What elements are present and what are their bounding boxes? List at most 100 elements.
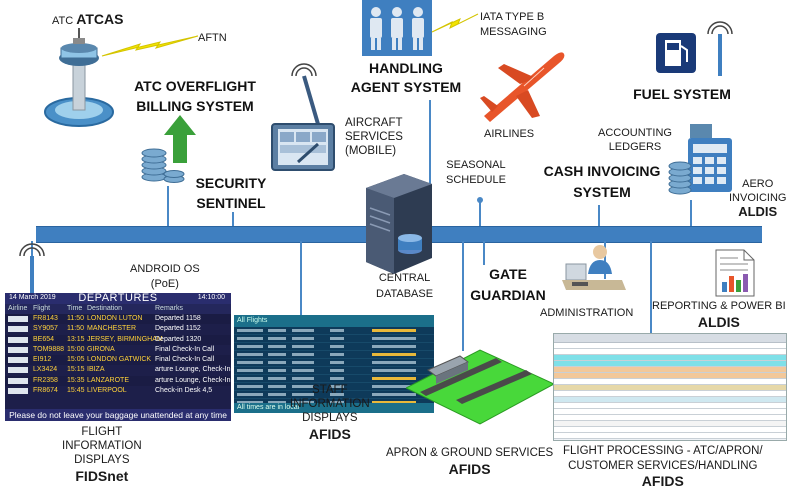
cash-line1: CASH INVOICING [543,163,661,179]
handling-title: HANDLING AGENT SYSTEM [348,60,464,95]
apron-line2: AFIDS [448,461,491,477]
fp-row [554,355,786,361]
seasonal-line1: SEASONAL [446,159,506,171]
lightning-bolt-icon [101,35,199,57]
fp-toolbar [554,334,786,343]
fp-row [554,433,786,439]
board-remarks: Departed 1158 [155,315,201,322]
admin-workstation-icon [562,245,626,290]
reporting-line2: ALDIS [697,314,740,330]
staff-row [234,351,434,359]
board-remarks: Departed 1152 [155,325,201,333]
board-remarks: Final Check-In Call [155,356,215,364]
board-destination: LONDON GATWICK [87,356,152,364]
board-col-destination: Destination [87,305,123,312]
fp-row [554,349,786,355]
fp-row [554,379,786,385]
fids-line2: INFORMATION [62,440,142,452]
staff-row [234,383,434,391]
security-title: SECURITY SENTINEL [193,175,269,211]
board-destination: LIVERPOOL [87,387,127,395]
airline-logo-icon [8,357,28,364]
aero-line1: AERO [742,178,774,190]
fp-line2: CUSTOMER SERVICES/HANDLING [568,460,758,472]
board-title: DEPARTURES [78,293,158,304]
fp-line3: AFIDS [641,473,684,489]
board-flight: TOM9888 [33,345,64,353]
fp-rows [554,343,786,439]
board-flight: BE654 [33,335,55,343]
airline-logo-icon [8,388,28,395]
board-time: 15:05 [67,356,85,364]
board-remarks: arture Lounge, Check-In De [155,366,231,374]
staff-display-footer: All times are in local [234,403,434,413]
staff-display-screen: All Flights All times are in local [234,315,434,413]
connector-overflight [167,186,169,226]
aircraft-services-line1: AIRCRAFT [345,117,403,129]
overflight-line1: ATC OVERFLIGHT [134,78,256,94]
administration-label: ADMINISTRATION [540,307,634,319]
board-remarks: Final Check-In Call [155,345,215,353]
fp-row [554,361,786,367]
iata-label: IATA TYPE B MESSAGING [480,10,547,40]
staff-row [234,359,434,367]
fp-row [554,421,786,427]
reporting-line1: REPORTING & POWER BI [652,300,786,312]
airlines-label: AIRLINES [484,128,535,140]
atc-tower-icon [44,28,114,127]
connector-admin [604,241,606,279]
security-line2: SENTINEL [196,195,266,211]
people-group-icon [362,0,432,56]
board-col-flight: Flight [33,305,51,312]
airline-logo-icon [8,377,28,384]
fuel-pump-icon [656,33,696,73]
gate-line2: GUARDIAN [470,287,546,303]
fp-row [554,397,786,403]
fp-row [554,403,786,409]
staff-line4: AFIDS [308,426,351,442]
calculator-coins-icon [668,124,732,195]
connector-gate [483,241,485,265]
board-time: 11:50 [67,315,84,322]
board-time: 15:45 [67,387,85,395]
aero-line3: ALDIS [738,204,778,219]
board-col-time: Time [67,305,83,312]
overflight-title: ATC OVERFLIGHT BILLING SYSTEM [132,78,258,114]
central-line2: DATABASE [376,288,434,300]
apron-line1: APRON & GROUND SERVICES [386,447,554,459]
apron-ground-icon [406,349,556,425]
staff-label: STAFF INFORMATION DISPLAYS AFIDS [290,383,370,441]
board-destination: MANCHESTER [87,325,137,333]
fids-line1: FLIGHT [81,426,123,438]
staff-row [234,391,434,399]
connector-aero [690,200,692,226]
board-time: 15:00 [67,345,85,353]
aftn-label: AFTN [198,32,227,44]
fp-row [554,409,786,415]
staff-line2: INFORMATION [290,398,370,410]
security-line1: SECURITY [195,175,267,191]
board-flight: FR2358 [33,376,58,384]
board-remarks: Check-in Desk 4,5 [155,387,213,395]
accounting-line2: LEDGERS [608,141,662,153]
board-flight: SY9057 [33,325,58,333]
gate-guardian-title: GATE GUARDIAN [470,266,546,303]
cash-line2: SYSTEM [573,184,631,200]
aircraft-services-label: AIRCRAFT SERVICES (MOBILE) [345,116,403,158]
android-line1: ANDROID OS [130,263,200,275]
board-remarks: arture Lounge, Check-In De [155,376,231,384]
reporting-label: REPORTING & POWER BI ALDIS [652,298,786,330]
board-time: 15:35 [67,376,85,384]
iata-line1: IATA TYPE B [480,11,545,23]
iata-line2: MESSAGING [480,26,547,38]
board-time: 11:50 [67,325,84,333]
board-col-airline: Airline [8,305,28,312]
fids-label: FLIGHT INFORMATION DISPLAYS FIDSnet [62,425,142,483]
board-flight: LX3424 [33,366,58,374]
atcas-label: ATCAS [76,11,124,27]
staff-row [234,367,434,375]
